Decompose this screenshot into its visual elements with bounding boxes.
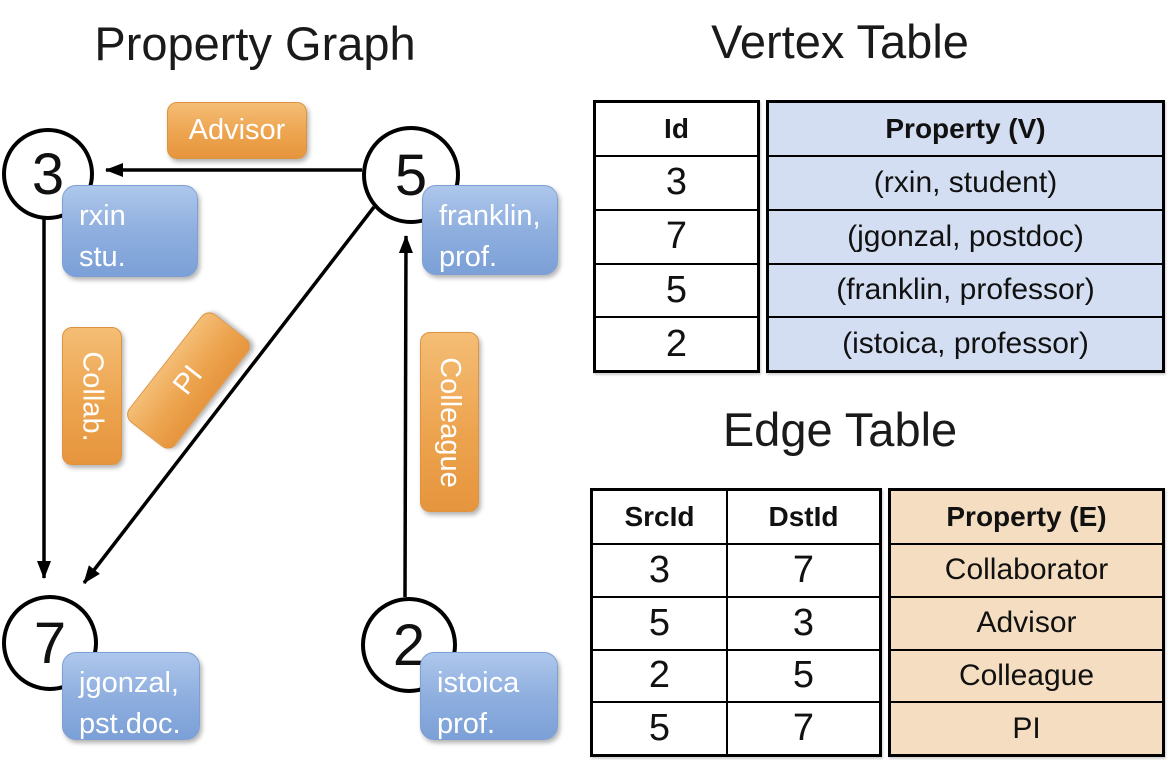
edge-property-label-colleague: Colleague bbox=[420, 332, 479, 512]
vertex-property-label-jgonzal: jgonzal, pst.doc. bbox=[62, 652, 200, 740]
vertex-property-cell: (jgonzal, postdoc) bbox=[769, 208, 1162, 263]
edge-label-text: Collab. bbox=[76, 350, 109, 442]
edge-srcid-cell: 2 bbox=[593, 648, 726, 702]
edge-table-id-columns: SrcId DstId 3 7 5 3 2 5 5 7 bbox=[590, 488, 882, 757]
vertex-property-line: franklin, bbox=[439, 200, 541, 232]
edge-property-label-pi: PI bbox=[123, 308, 254, 453]
vertex-table-title: Vertex Table bbox=[711, 15, 969, 68]
edge-property-cell: PI bbox=[891, 701, 1162, 754]
edge-dstid-cell: 7 bbox=[726, 701, 879, 754]
edge-srcid-cell: 5 bbox=[593, 595, 726, 649]
vertex-property-line: prof. bbox=[437, 708, 496, 741]
vertex-property-cell: (istoica, professor) bbox=[769, 316, 1162, 370]
node-id-label: 3 bbox=[31, 141, 65, 207]
vertex-property-label-franklin: franklin, prof. bbox=[422, 185, 558, 275]
edge-property-cell: Advisor bbox=[891, 595, 1162, 649]
vertex-property-label-rxin: rxin stu. bbox=[62, 185, 198, 277]
node-id-label: 7 bbox=[33, 610, 67, 676]
edge-table-header-srcid: SrcId bbox=[624, 501, 695, 532]
vertex-id-cell: 2 bbox=[596, 316, 757, 370]
edge-srcid-cell: 5 bbox=[593, 701, 726, 754]
edge-dstid-cell: 5 bbox=[726, 648, 879, 702]
vertex-table-property-column: Property (V) (rxin, student) (jgonzal, p… bbox=[766, 100, 1165, 373]
property-graph-title: Property Graph bbox=[94, 17, 416, 70]
vertex-property-line: pst.doc. bbox=[79, 708, 181, 741]
vertex-property-line: istoica bbox=[437, 667, 520, 699]
vertex-table: Id 3 7 5 2 Property (V) (rxin, student) … bbox=[593, 100, 1165, 373]
vertex-property-cell: (rxin, student) bbox=[769, 155, 1162, 209]
vertex-id-cell: 7 bbox=[596, 208, 757, 263]
edge-property-label-advisor: Advisor bbox=[167, 102, 307, 159]
vertex-property-label-istoica: istoica prof. bbox=[420, 652, 558, 740]
vertex-property-line: prof. bbox=[439, 241, 498, 274]
edge-property-cell: Colleague bbox=[891, 648, 1162, 702]
edge-dstid-cell: 3 bbox=[726, 595, 879, 649]
edge-srcid-cell: 3 bbox=[593, 543, 726, 596]
vertex-table-header-property: Property (V) bbox=[885, 113, 1046, 144]
edge-table-title: Edge Table bbox=[722, 403, 958, 456]
node-id-label: 2 bbox=[392, 612, 426, 678]
vertex-table-id-column: Id 3 7 5 2 bbox=[593, 100, 760, 373]
graph-node-3: 3 bbox=[2, 128, 94, 220]
edge-property-cell: Collaborator bbox=[891, 543, 1162, 596]
edge-label-text: Colleague bbox=[434, 356, 467, 488]
edge-table-property-column: Property (E) Collaborator Advisor Collea… bbox=[888, 488, 1165, 757]
graph-node-5: 5 bbox=[362, 126, 460, 224]
edge-label-text: PI bbox=[167, 359, 210, 401]
edge-property-label-collab: Collab. bbox=[62, 327, 122, 465]
node-id-label: 5 bbox=[394, 142, 428, 208]
edge-arrow-2-to-5 bbox=[398, 235, 413, 598]
edge-table-header-property: Property (E) bbox=[946, 501, 1107, 532]
edge-table: SrcId DstId 3 7 5 3 2 5 5 7 Property (E)… bbox=[590, 488, 1165, 757]
edge-table-header-dstid: DstId bbox=[726, 491, 879, 543]
vertex-id-cell: 3 bbox=[596, 155, 757, 209]
vertex-id-cell: 5 bbox=[596, 262, 757, 317]
vertex-property-line: rxin bbox=[79, 200, 126, 232]
vertex-property-line: jgonzal, bbox=[79, 667, 179, 699]
vertex-property-cell: (franklin, professor) bbox=[769, 262, 1162, 317]
edge-label-text: Advisor bbox=[188, 114, 286, 146]
vertex-property-line: stu. bbox=[79, 241, 126, 274]
vertex-table-header-id: Id bbox=[664, 113, 689, 144]
edge-dstid-cell: 7 bbox=[726, 543, 879, 596]
